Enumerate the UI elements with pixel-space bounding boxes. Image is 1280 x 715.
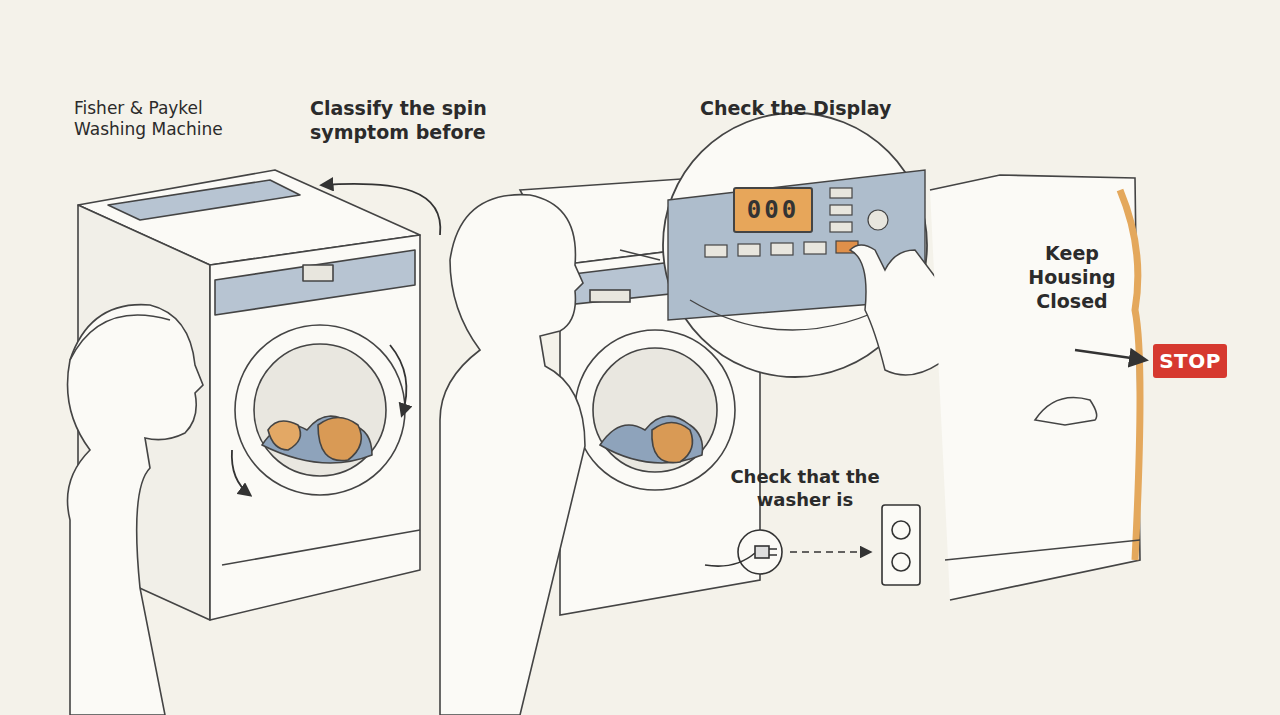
person-two [440, 195, 585, 715]
magnifier [620, 113, 975, 377]
warning-label: Keep Housing Closed [1012, 242, 1132, 313]
instruction-label: Check the Display [700, 97, 920, 121]
instruction-label: Classify the spin symptom before [310, 97, 500, 145]
node-text: STOP [1159, 349, 1221, 373]
brand-label: Fisher & Paykel Washing Machine [74, 98, 254, 141]
node-text: 000 [747, 196, 799, 224]
washer-three [930, 175, 1140, 600]
person-one [68, 305, 204, 715]
spin-arrow [390, 345, 406, 415]
pointer-arrow [322, 184, 440, 235]
display-screen: 000 [733, 187, 813, 233]
instruction-label: Check that the washer is [725, 466, 885, 511]
spin-arrow [232, 450, 250, 495]
pointer-arrow [1075, 350, 1145, 360]
plug-and-outlet [705, 505, 920, 585]
stop-sign: STOP [1153, 344, 1227, 378]
